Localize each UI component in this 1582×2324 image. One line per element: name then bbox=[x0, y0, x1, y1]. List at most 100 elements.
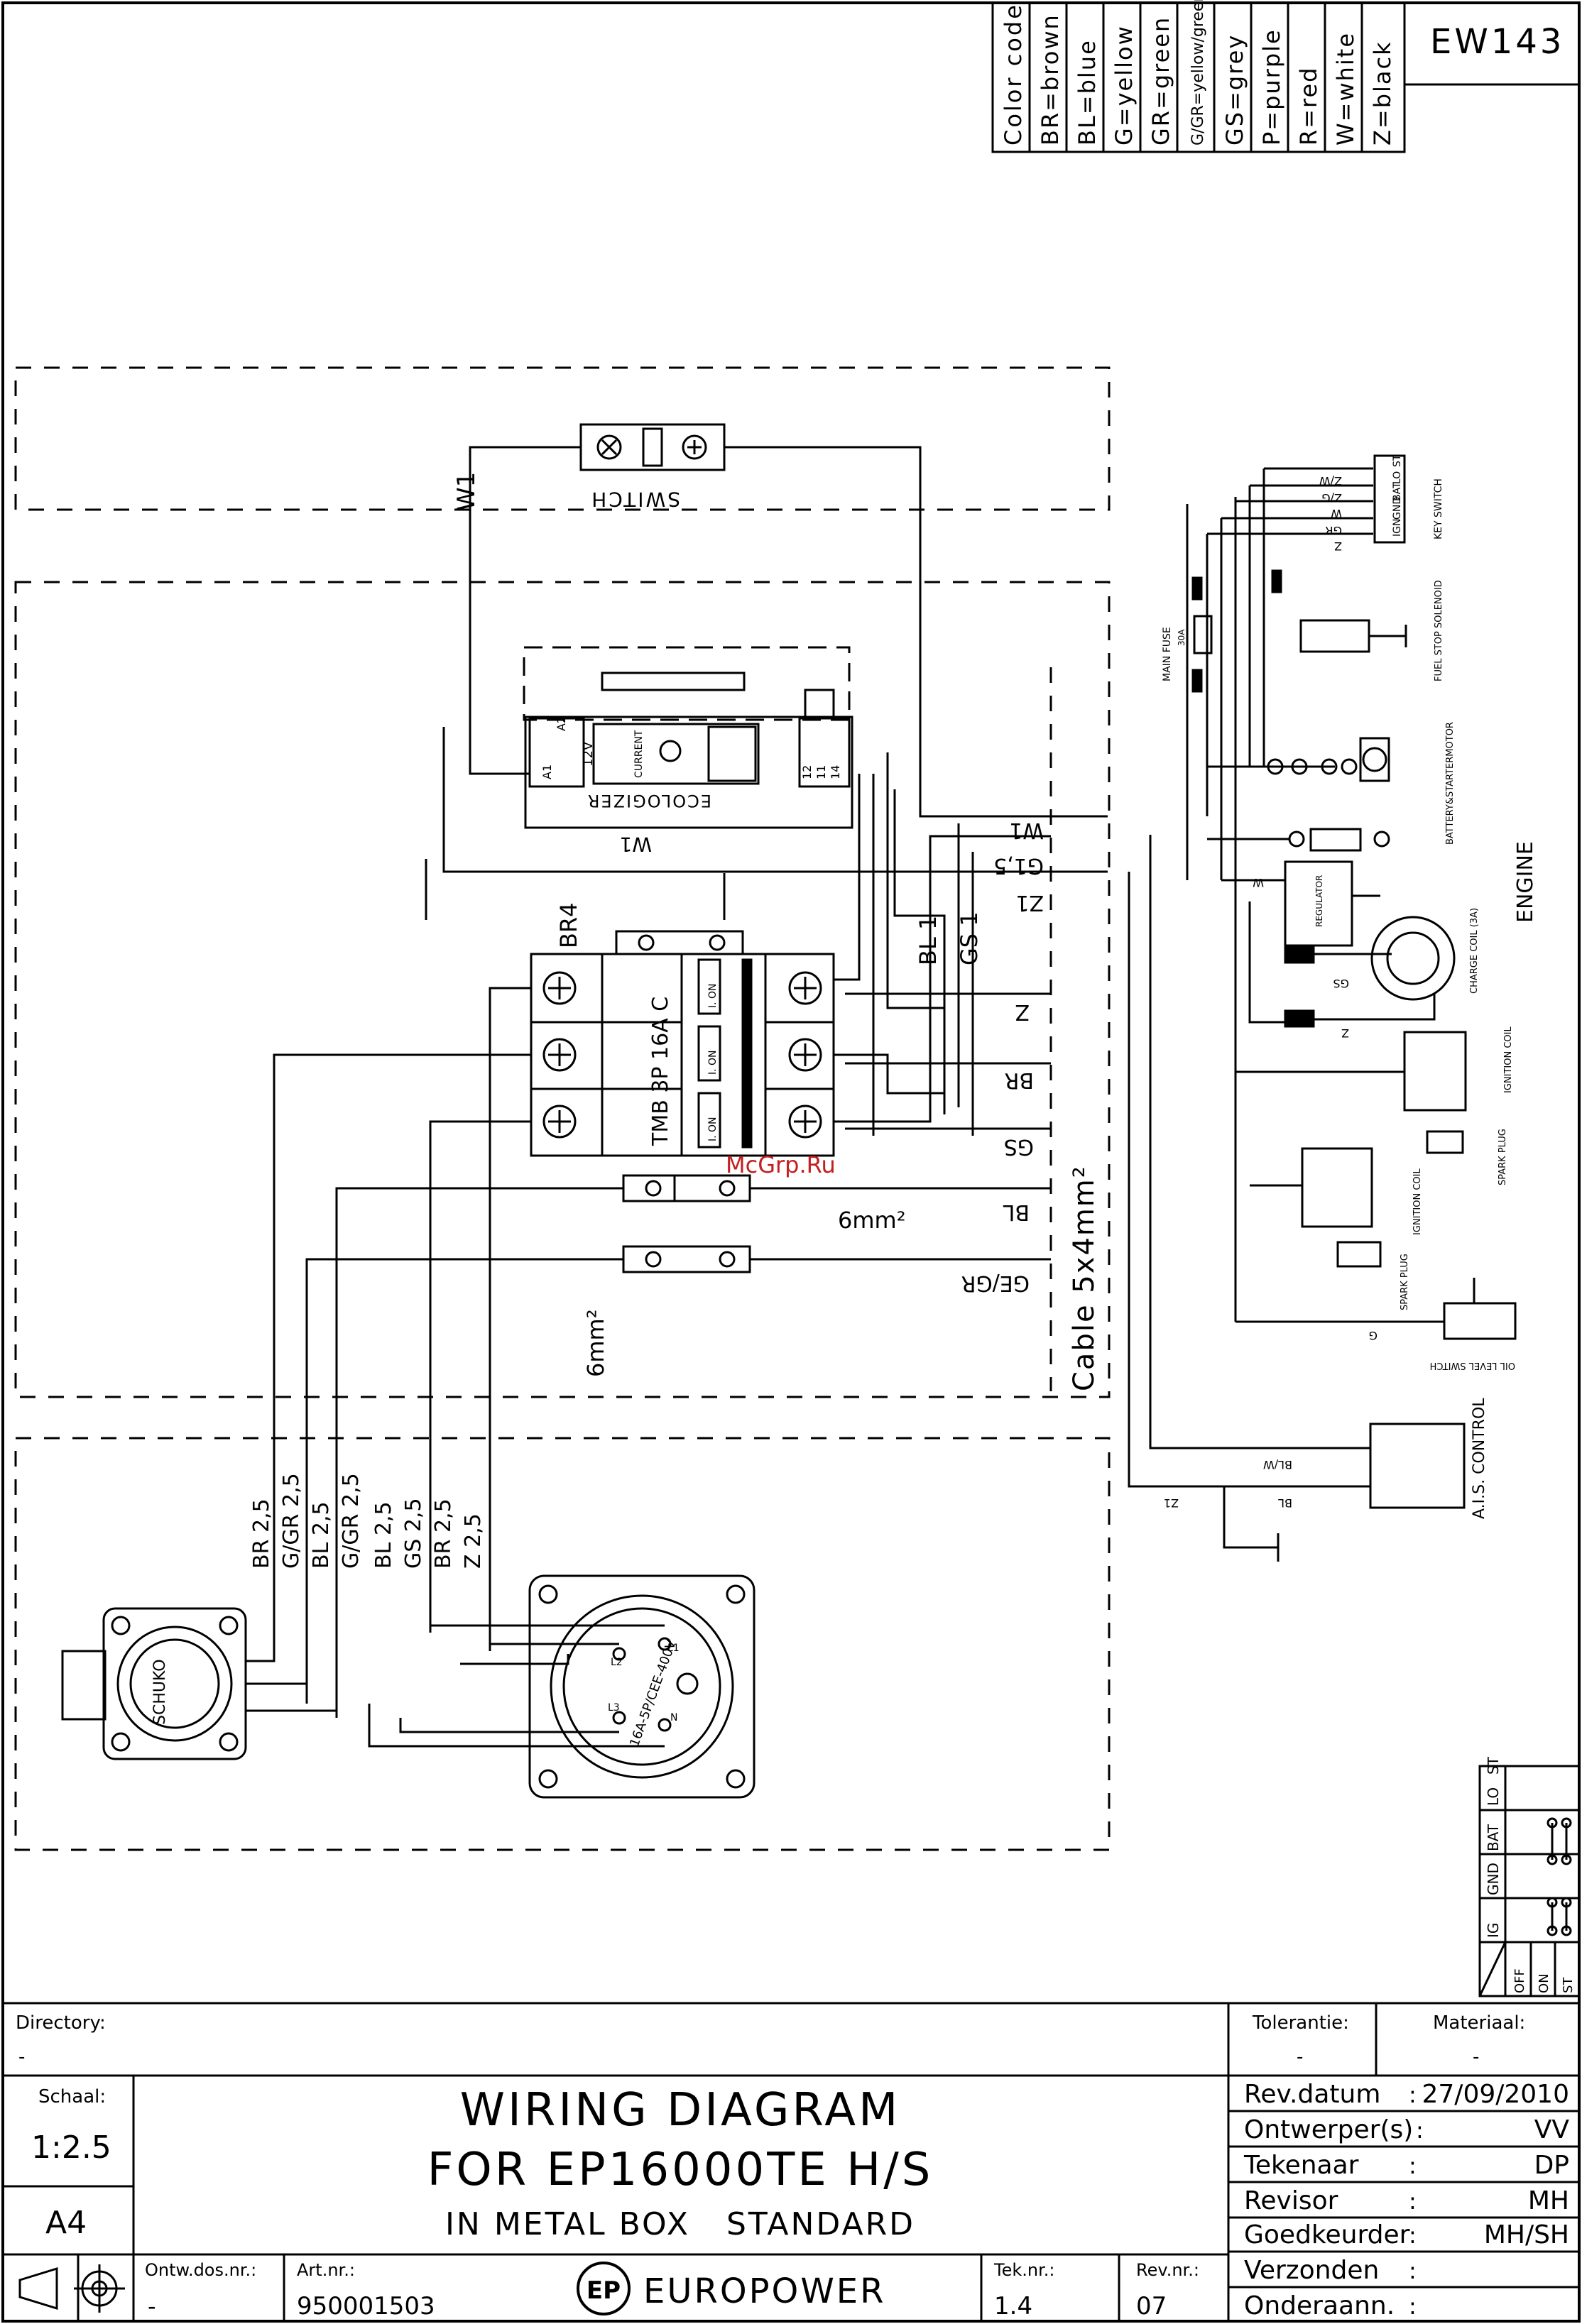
ignition-coil-label-2: IGNITION COIL bbox=[1412, 1168, 1423, 1235]
svg-text::: : bbox=[1409, 2152, 1417, 2179]
projection-symbol-icon bbox=[18, 2264, 125, 2313]
europower-logo-icon bbox=[577, 2262, 631, 2315]
watermark: McGrp.Ru bbox=[726, 1151, 836, 1178]
charge-coil-label: CHARGE COIL (3A) bbox=[1469, 908, 1480, 994]
schuko-socket bbox=[61, 1607, 338, 1760]
key-table-column: BAT bbox=[1485, 1824, 1502, 1851]
color-code-table bbox=[991, 1, 1581, 153]
ontw-value: - bbox=[148, 2293, 156, 2320]
schaal-label: Schaal: bbox=[38, 2086, 106, 2108]
color-code-entry: W=white bbox=[1332, 32, 1359, 146]
cable-label: Cable 5x4mm² bbox=[1068, 1165, 1101, 1391]
wire-label-bl25-a: BL 2,5 bbox=[309, 1501, 334, 1569]
ecologizer-label: ECOLOGIZER bbox=[587, 791, 711, 811]
engine-wiring bbox=[1128, 454, 1517, 1562]
tekenaar-value: DP bbox=[1534, 2151, 1569, 2180]
svg-text::: : bbox=[1416, 2117, 1424, 2144]
ecologizer-terminal: 11 bbox=[814, 765, 828, 779]
color-code-entry: GS=grey bbox=[1221, 34, 1248, 146]
cee-pin: L1 bbox=[667, 1643, 680, 1654]
dashed-enclosures bbox=[14, 366, 1111, 1851]
key-switch-label: KEY SWITCH bbox=[1433, 478, 1444, 539]
ecologizer-terminal: 12 bbox=[800, 765, 814, 779]
company-name: EUROPOWER bbox=[643, 2271, 885, 2311]
breaker-pos-label: I. ON bbox=[707, 1117, 719, 1141]
panel-wiring bbox=[273, 667, 1052, 1718]
wire-label-w1-right: W1 bbox=[1009, 818, 1044, 843]
wire-label-br25-b: BR 2,5 bbox=[431, 1498, 456, 1569]
onderaann-label: Onderaann. bbox=[1244, 2291, 1395, 2320]
directory-label: Directory: bbox=[16, 2012, 106, 2034]
wire-label-g-engine: G bbox=[1369, 1329, 1378, 1342]
schaal-value: 1:2.5 bbox=[31, 2130, 111, 2166]
format-value: A4 bbox=[45, 2205, 87, 2241]
wire-label-z25: Z 2,5 bbox=[461, 1513, 486, 1569]
wire-label-bl-engine: BL bbox=[1278, 1496, 1292, 1510]
key-table-column: LO bbox=[1485, 1787, 1502, 1806]
breaker-tmb bbox=[530, 953, 835, 1157]
wire-label-ggr25-a: G/GR 2,5 bbox=[279, 1473, 304, 1569]
wire-label-br4: BR4 bbox=[555, 902, 582, 948]
key-position: IGN bbox=[1392, 519, 1403, 537]
terminal-pe bbox=[622, 1245, 751, 1273]
rev-label: Rev.nr.: bbox=[1136, 2260, 1199, 2280]
key-table-row: OFF bbox=[1512, 1968, 1527, 1993]
color-code-entry: GR=green bbox=[1147, 16, 1174, 146]
svg-text::: : bbox=[1409, 2257, 1417, 2284]
svg-text::: : bbox=[1409, 2188, 1417, 2215]
svg-text::: : bbox=[1409, 2081, 1417, 2108]
terminal-n bbox=[622, 1174, 751, 1202]
ecologizer-terminal: A2 bbox=[555, 716, 568, 731]
ecologizer-terminal: A1 bbox=[540, 764, 554, 779]
art-value: 950001503 bbox=[297, 2292, 435, 2320]
tolerantie-value: - bbox=[1297, 2046, 1303, 2068]
ontw-label: Ontw.dos.nr.: bbox=[145, 2260, 256, 2280]
color-code-entry: G=yellow bbox=[1111, 25, 1138, 146]
title-block-colons: : : : : : : : bbox=[1409, 2081, 1424, 2320]
engine-label: ENGINE bbox=[1513, 841, 1538, 923]
revisor-label: Revisor bbox=[1244, 2186, 1338, 2215]
art-label: Art.nr.: bbox=[297, 2260, 355, 2280]
wire-label-g15: G1,5 bbox=[993, 853, 1044, 878]
drawing-code: EW143 bbox=[1430, 22, 1564, 62]
wire-label-z-engine: Z bbox=[1341, 1026, 1349, 1040]
svg-text::: : bbox=[1409, 2222, 1417, 2249]
key-wire: W bbox=[1331, 507, 1342, 520]
regulator-label: REGULATOR bbox=[1314, 875, 1324, 927]
materiaal-label: Materiaal: bbox=[1433, 2012, 1525, 2034]
key-table-column: ST bbox=[1485, 1756, 1502, 1775]
color-code-entry: Z=black bbox=[1369, 40, 1396, 146]
color-code-entry: BR=brown bbox=[1037, 13, 1064, 146]
title-block-grid bbox=[1, 2002, 1579, 2321]
wire-label-bl: BL bbox=[1003, 1200, 1030, 1224]
key-table-row: ST bbox=[1561, 1977, 1576, 1993]
ecologizer-voltage: 12V bbox=[581, 741, 596, 767]
title-line-2: FOR EP16000TE H/S bbox=[427, 2144, 934, 2196]
key-position: ST bbox=[1392, 454, 1403, 467]
key-table-column: GND bbox=[1485, 1863, 1502, 1895]
wire-label-w1-top: W1 bbox=[452, 472, 481, 511]
schuko-label: SCHUKO bbox=[151, 1659, 169, 1725]
key-wire: Z bbox=[1334, 539, 1342, 553]
rev-datum-label: Rev.datum bbox=[1244, 2080, 1380, 2109]
ignition-coil-label: IGNITION COIL bbox=[1503, 1026, 1514, 1093]
wire-label-bl1: BL 1 bbox=[915, 916, 942, 965]
wire-label-br25: BR 2,5 bbox=[249, 1498, 274, 1569]
ecologizer-current: CURRENT bbox=[633, 730, 645, 778]
breaker-pos-label: I. ON bbox=[707, 1050, 719, 1075]
key-table-row: ON bbox=[1537, 1973, 1551, 1993]
cee-socket bbox=[368, 1574, 755, 1799]
key-position: GND bbox=[1392, 497, 1403, 520]
battery-starter-label: BATTERY&STARTERMOTOR bbox=[1445, 722, 1456, 845]
goedkeurder-value: MH/SH bbox=[1484, 2220, 1569, 2249]
main-fuse-rating: 30A bbox=[1177, 629, 1186, 646]
terminal-label-6mm-1: 6mm² bbox=[838, 1207, 906, 1234]
wire-label-bl25-b: BL 2,5 bbox=[371, 1501, 396, 1569]
wire-label-z1-engine: Z1 bbox=[1164, 1496, 1179, 1510]
key-table-column: IG bbox=[1485, 1923, 1502, 1938]
color-code-entry: G/GR=yellow/green bbox=[1189, 0, 1207, 146]
title-line-1: WIRING DIAGRAM bbox=[460, 2084, 901, 2137]
wire-label-gs-engine: GS bbox=[1333, 977, 1349, 990]
oil-level-label: OIL LEVEL SWITCH bbox=[1430, 1360, 1515, 1371]
